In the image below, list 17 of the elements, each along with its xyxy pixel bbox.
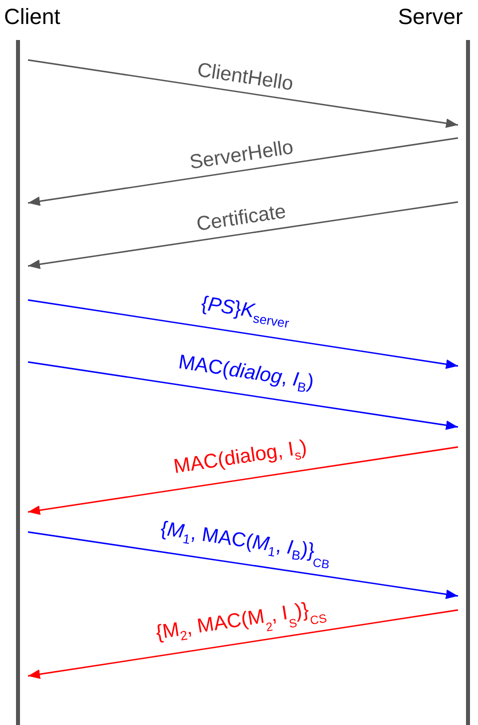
message-arrow <box>28 201 458 269</box>
message-arrow <box>28 446 458 515</box>
edge-label: Certificate <box>194 200 288 237</box>
edge-label: {PS}K$_{server}$ <box>198 292 292 333</box>
lifeline-label: Server <box>398 4 463 30</box>
message-arrow <box>28 361 458 430</box>
edge-label: ClientHello <box>195 58 294 96</box>
edge-label: ServerHello <box>188 134 295 174</box>
message-arrow <box>28 609 458 679</box>
message-arrow <box>28 531 458 599</box>
message-arrow <box>28 59 458 128</box>
message-arrow <box>28 299 458 369</box>
edge-label: MAC(dialog, I$_{B}$) <box>175 350 315 397</box>
message-arrow <box>28 137 458 206</box>
lifeline <box>466 40 470 725</box>
lifeline-label: Client <box>4 4 60 30</box>
lifeline <box>16 40 20 725</box>
